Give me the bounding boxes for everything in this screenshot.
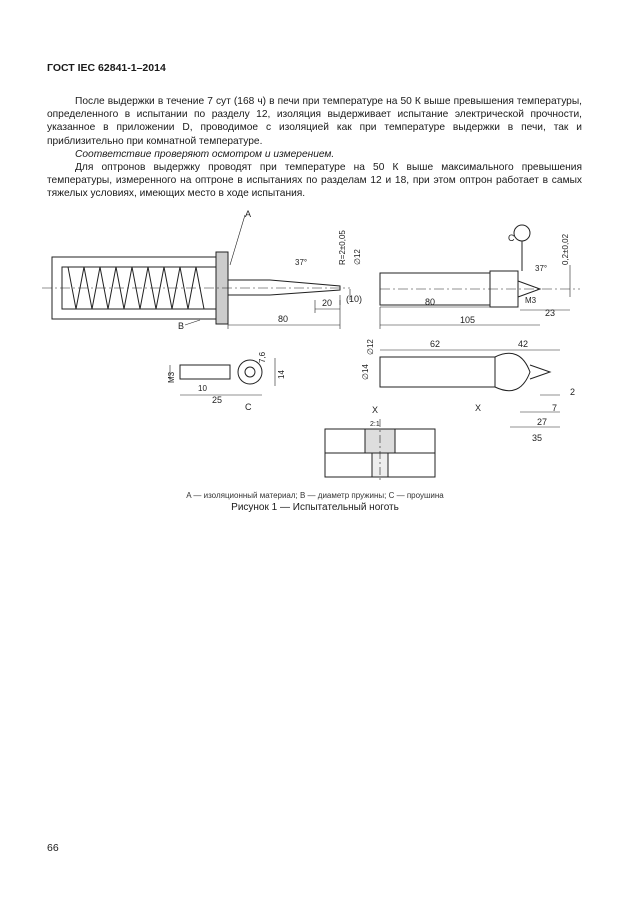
document-header: ГОСТ IEC 62841-1–2014 [47, 62, 166, 74]
dim-2: 2 [570, 387, 575, 397]
dim-radius: R=2±0,05 [338, 230, 347, 265]
dim-dia-12: ∅12 [353, 249, 362, 265]
label-c-top: C [508, 233, 515, 243]
dim-20: 20 [322, 298, 332, 308]
dim-42: 42 [518, 339, 528, 349]
dim-80a: 80 [278, 314, 288, 324]
dim-m3-eyelet: M3 [167, 371, 176, 383]
label-c-eyelet: C [245, 402, 252, 412]
paragraph-3: Для оптронов выдержку проводят при темпе… [47, 162, 582, 200]
label-x-detail: X [372, 405, 378, 415]
label-a: A [245, 209, 251, 219]
dim-35: 35 [532, 433, 542, 443]
dim-m3-top: M3 [525, 296, 537, 305]
label-x-right: X [475, 403, 481, 413]
dim-dia-14: ∅14 [361, 364, 370, 380]
dim-angle-1: 37° [295, 258, 307, 267]
dim-dia-12b: ∅12 [366, 339, 375, 355]
paragraph-1: После выдержки в течение 7 сут (168 ч) в… [47, 96, 582, 147]
body-text: После выдержки в течение 7 сут (168 ч) в… [47, 95, 582, 201]
dim-80b: 80 [425, 297, 435, 307]
test-nail-figure: A B C C X X 2:1 80 20 (10) R=2±0,05 37° … [42, 209, 580, 483]
dim-7-6: 7,6 [258, 351, 267, 363]
page-number: 66 [47, 842, 59, 854]
dim-10: (10) [346, 294, 362, 304]
dim-27: 27 [537, 417, 547, 427]
label-scale: 2:1 [370, 421, 380, 428]
dim-25: 25 [212, 395, 222, 405]
dim-7: 7 [552, 403, 557, 413]
figure-legend: A — изоляционный материал; B — диаметр п… [186, 491, 444, 500]
dim-105: 105 [460, 315, 475, 325]
label-b: B [178, 321, 184, 331]
paragraph-2: Соответствие проверяют осмотром и измере… [75, 148, 335, 160]
dim-14-eyelet: 14 [277, 370, 286, 379]
dim-62: 62 [430, 339, 440, 349]
figure-caption: Рисунок 1 — Испытательный ноготь [231, 502, 399, 513]
dim-0-2: 0,2±0,02 [561, 233, 570, 265]
dim-23: 23 [545, 308, 555, 318]
dim-10b: 10 [198, 384, 207, 393]
dim-angle-2: 37° [535, 264, 547, 273]
